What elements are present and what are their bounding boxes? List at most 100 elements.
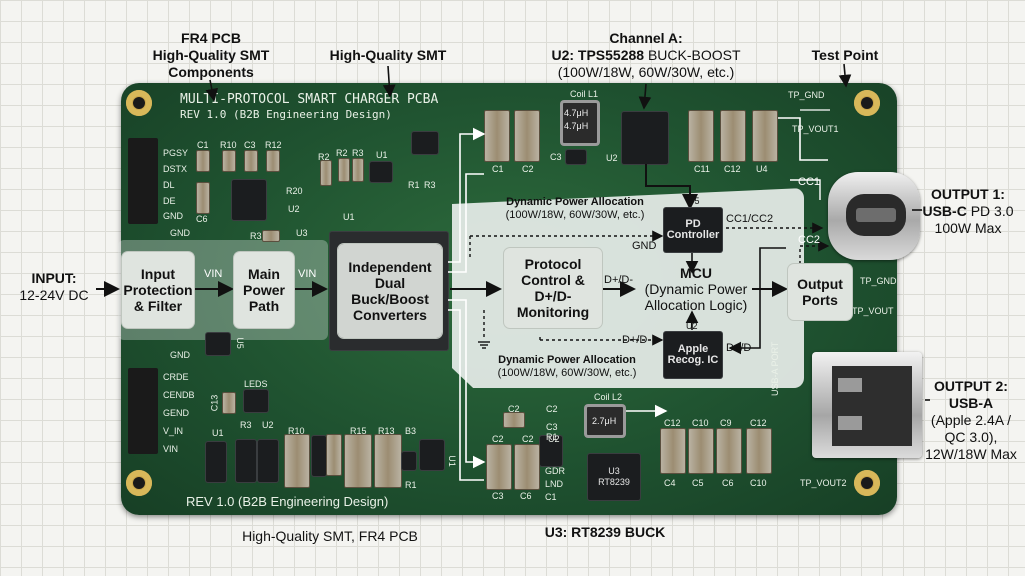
gnd-label-bottom: GND: [170, 350, 190, 360]
block-apple-line-2: Recog. IC: [667, 354, 719, 366]
ref-r13: R13: [378, 426, 395, 436]
mounting-hole-bottom-left: [126, 470, 152, 496]
block-pd-line-1: PD: [685, 218, 701, 230]
block-input-protection-line-2: Protection: [123, 282, 193, 298]
block-mcu-line-3: Allocation Logic): [644, 297, 748, 313]
callout-output2: OUTPUT 2: USB-A (Apple 2.4A / QC 3.0), 1…: [920, 378, 1022, 463]
ref-c12-top: U4: [756, 164, 768, 174]
tp-vout2: TP_VOUT2: [800, 478, 847, 488]
callout-output1-4: 100W Max: [934, 220, 1002, 236]
header-top-pin-5: GND: [163, 211, 183, 221]
ref-r10: R10: [220, 140, 237, 150]
header-top-pin-4: DE: [163, 196, 176, 206]
ic-chip-u5-left: [206, 333, 230, 355]
coil-l2-value: 2.7μH: [592, 416, 617, 426]
usb-a-pin-block-2: [838, 416, 862, 430]
block-input-protection-line-1: Input: [140, 266, 176, 282]
ic-chip-leds: [244, 390, 268, 412]
ref-r10-bottom: R10: [288, 426, 305, 436]
resistor-r10: [222, 150, 236, 172]
ref-r20: R20: [286, 186, 303, 196]
signal-cc: CC1/CC2: [726, 213, 774, 225]
ref-u2-bottom-left: U2: [262, 420, 274, 430]
callout-output1: OUTPUT 1: USB-C PD 3.0 100W Max: [918, 186, 1018, 237]
capacitor-c2-bottom-a: [486, 444, 512, 490]
capacitor-r13: [374, 434, 402, 488]
ref-c1-bottom: C12: [664, 418, 681, 428]
block-mcu-line-2: (Dynamic Power: [644, 281, 748, 297]
callout-output2-1: OUTPUT 2:: [934, 378, 1008, 394]
ref-r2: R2: [318, 152, 330, 162]
dpa-bottom-title: Dynamic Power Allocation: [498, 354, 636, 366]
capacitor-c3: [244, 150, 258, 172]
resistor-r2b: [338, 158, 350, 182]
capacitor-r10-bottom: [284, 434, 310, 488]
ref-c9-bottom: C6: [722, 478, 734, 488]
coil-l1-value-1: 4.7μH: [564, 108, 589, 118]
block-output-line-2: Ports: [802, 292, 838, 308]
callout-channel-a-1: Channel A:: [609, 30, 683, 46]
board-title: MULTI-PROTOCOL SMART CHARGER PCBA: [180, 92, 439, 107]
callout-output1-1: OUTPUT 1:: [931, 186, 1005, 202]
u3-part: RT8239: [598, 477, 630, 487]
callout-output1-3: PD 3.0: [970, 203, 1014, 219]
mounting-hole-bottom-right: [854, 470, 880, 496]
callout-u3: U3: RT8239 BUCK: [544, 524, 666, 540]
signal-dpm-2: D+/D-: [622, 334, 652, 346]
u1-ref-main: U1: [343, 212, 355, 222]
capacitor-c11-top: [720, 110, 746, 162]
callout-fr4: FR4 PCB High-Quality SMT Components: [136, 30, 286, 81]
ref-r1-u3: GDR: [545, 466, 565, 476]
header-bottom-pin-4: V_IN: [163, 426, 184, 436]
ref-c4-bottom: C10: [692, 418, 709, 428]
ref-u1-bottom: U1: [212, 428, 224, 438]
dpa-bottom: Dynamic Power Allocation (100W/18W, 60W/…: [482, 354, 652, 380]
header-top-pin-3: DL: [163, 180, 175, 190]
signal-cc1: CC1: [798, 176, 821, 188]
block-input-protection-line-3: & Filter: [133, 298, 183, 314]
ref-c3: C3: [244, 140, 256, 150]
capacitor-c13: [222, 392, 236, 414]
block-output-line-1: Output: [797, 276, 843, 292]
block-main-power-line-3: Path: [248, 298, 280, 314]
signal-cc2: CC2: [798, 234, 821, 246]
resistor-r2: [320, 160, 332, 186]
block-protocol-line-3: D+/D-: [534, 288, 572, 304]
ref-b3: B3: [405, 426, 417, 436]
block-main-power-line-2: Power: [242, 282, 285, 298]
signal-dpm-1: D+/D-: [604, 274, 634, 286]
tp-gnd-top: TP_GND: [788, 90, 825, 100]
ref-c6-bottom-r: C12: [750, 418, 767, 428]
dpa-top-title: Dynamic Power Allocation: [506, 196, 644, 208]
ref-c2-top: C2: [522, 164, 534, 174]
header-top-pin-2: DSTX: [163, 164, 188, 174]
ref-u2-left: U2: [288, 204, 300, 214]
ref-r1-bottom: R1: [405, 480, 417, 490]
ref-u5: U2: [686, 321, 698, 331]
coil-l2: [584, 404, 626, 438]
resistor-r3: [352, 158, 364, 182]
capacitor-c10-top: [688, 110, 714, 162]
capacitor-r15: [344, 434, 372, 488]
callout-smt-top: High-Quality SMT: [329, 47, 447, 63]
callout-output2-3: (Apple 2.4A /: [930, 412, 1012, 428]
coil-l2-label: Coil L2: [594, 392, 623, 402]
callout-input-1: INPUT:: [31, 270, 77, 286]
capacitor-c2-bottom-b: [514, 444, 540, 490]
signal-vin-1: VIN: [204, 268, 223, 280]
u3-ref: U3: [608, 466, 620, 476]
ref-r3b: R3: [424, 180, 436, 190]
ic-chip-u2-left: [232, 180, 266, 220]
ic-chip-u1-bottom: [420, 440, 444, 470]
ref-r3-mid: R3: [250, 231, 262, 241]
tp-vout-mid: TP_VOUT: [852, 306, 894, 316]
callout-fr4-2: High-Quality SMT: [152, 47, 270, 63]
capacitor-c6-bottom: [503, 412, 525, 428]
ic-chip-small-top: [412, 132, 438, 154]
header-top-pin-1: PGSY: [163, 148, 189, 158]
signal-vin-2: VIN: [298, 268, 317, 280]
